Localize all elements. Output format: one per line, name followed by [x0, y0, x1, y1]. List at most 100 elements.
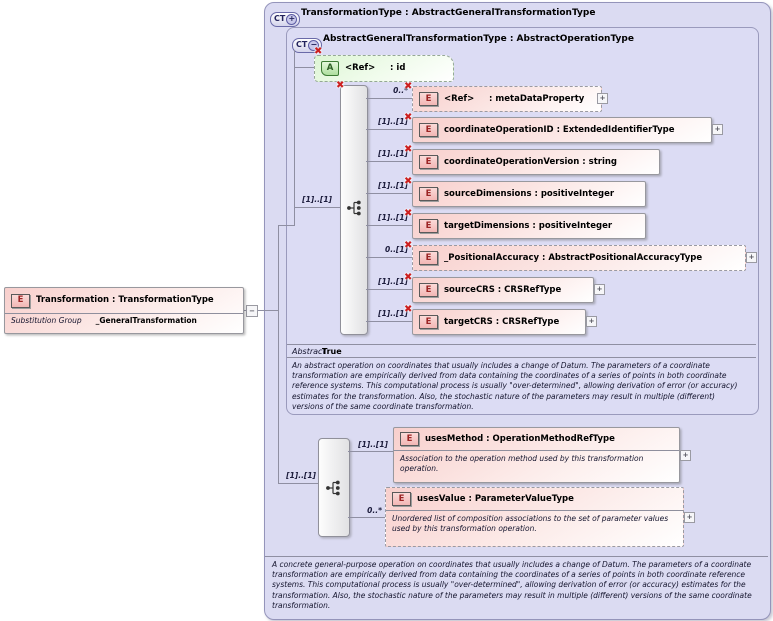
expand-icon[interactable]: + [712, 124, 723, 135]
connector-line [366, 129, 412, 130]
element-badge: E [419, 315, 438, 329]
element-label: <Ref> : metaDataProperty [444, 93, 585, 104]
abstract-label: Abstract [292, 347, 326, 356]
element-label: coordinateOperationVersion : string [444, 156, 618, 167]
red-x-icon: ✖ [404, 240, 413, 251]
connector-line [366, 257, 412, 258]
element-badge: E [419, 187, 438, 201]
connector-line [366, 193, 412, 194]
connector-line [366, 98, 412, 99]
outer-title: TransformationType : AbstractGeneralTran… [301, 8, 596, 18]
collapse-expand-icon[interactable]: + [286, 13, 298, 25]
element-box-uses-method[interactable]: E usesMethod : OperationMethodRefType As… [393, 427, 680, 483]
connector-line [366, 289, 412, 290]
element-header: E Transformation : TransformationType [5, 288, 243, 314]
element-label: sourceCRS : CRSRefType [444, 284, 562, 295]
cardinality-label: [1]..[1] [378, 117, 408, 126]
red-x-icon: ✖ [404, 112, 413, 123]
element-badge: E [400, 432, 419, 446]
expand-icon[interactable]: + [680, 450, 691, 461]
expand-icon[interactable]: + [746, 252, 757, 263]
connector-line [242, 310, 247, 311]
substitution-group-label: Substitution Group [11, 316, 82, 325]
element-box-source-dimensions[interactable]: E sourceDimensions : positiveInteger [412, 181, 646, 207]
expand-icon[interactable]: + [586, 316, 597, 327]
element-badge: E [419, 155, 438, 169]
expand-icon[interactable]: + [684, 512, 695, 523]
red-x-icon: ✖ [404, 176, 413, 187]
element-label: targetCRS : CRSRefType [444, 316, 560, 327]
element-label: usesValue : ParameterValueType [417, 493, 574, 504]
cardinality-label: 0..* [367, 506, 382, 515]
element-badge: E [419, 92, 438, 106]
element-box-coordinate-operation-version[interactable]: E coordinateOperationVersion : string [412, 149, 660, 175]
element-label: sourceDimensions : positiveInteger [444, 188, 615, 199]
element-box-target-dimensions[interactable]: E targetDimensions : positiveInteger [412, 213, 646, 239]
red-x-icon: ✖ [404, 144, 413, 155]
connector-line [348, 451, 393, 452]
element-description: Association to the operation method used… [400, 454, 644, 474]
red-x-icon: ✖ [336, 80, 345, 91]
inner-header: CT− [292, 32, 323, 53]
element-box-positional-accuracy[interactable]: E _PositionalAccuracy : AbstractPosition… [412, 245, 746, 271]
red-x-icon: ✖ [404, 304, 413, 315]
element-label: usesMethod : OperationMethodRefType [425, 433, 615, 444]
element-box-target-crs[interactable]: E targetCRS : CRSRefType [412, 309, 586, 335]
cardinality-label: [1]..[1] [378, 213, 408, 222]
attribute-badge: A [321, 61, 339, 76]
red-x-icon: ✖ [314, 46, 323, 57]
ct-badge-label: CT [274, 14, 286, 23]
connector-line [366, 321, 412, 322]
element-box-transformation[interactable]: E Transformation : TransformationType Su… [4, 287, 244, 334]
expand-icon[interactable]: + [597, 93, 608, 104]
attribute-box-ref-id[interactable]: A <Ref> : id [314, 55, 454, 82]
connector-line [256, 310, 279, 311]
red-x-icon: ✖ [404, 81, 413, 92]
sequence-compositor-bar[interactable] [318, 438, 350, 537]
red-x-icon: ✖ [404, 208, 413, 219]
connector-line [294, 67, 314, 68]
connector-line [348, 517, 385, 518]
connector-line [278, 225, 295, 226]
element-header: E usesMethod : OperationMethodRefType [394, 428, 679, 451]
outer-type-description: A concrete general-purpose operation on … [272, 560, 752, 610]
connector-line [294, 207, 340, 208]
cardinality-label: [1]..[1] [378, 309, 408, 318]
element-box-source-crs[interactable]: E sourceCRS : CRSRefType [412, 277, 594, 303]
cardinality-label: [1]..[1] [302, 195, 332, 204]
element-box-metadata-property[interactable]: E <Ref> : metaDataProperty [412, 86, 602, 112]
sequence-icon [326, 480, 340, 496]
complex-type-badge: CT+ [270, 11, 301, 27]
connector-line [294, 50, 295, 226]
element-badge: E [419, 283, 438, 297]
collapse-expand-icon[interactable]: − [308, 39, 320, 51]
cardinality-label: 0..[1] [385, 245, 408, 254]
outer-header: CT+ [270, 6, 301, 27]
element-badge: E [392, 492, 411, 506]
connector-line [278, 483, 318, 484]
substitution-group-row: Substitution Group _GeneralTransformatio… [5, 314, 243, 325]
inner-title: AbstractGeneralTransformationType : Abst… [323, 34, 634, 44]
sequence-icon [347, 200, 361, 216]
divider [287, 344, 756, 345]
element-badge: E [419, 251, 438, 265]
cardinality-label: [1]..[1] [358, 440, 388, 449]
element-box-coordinate-operation-id[interactable]: E coordinateOperationID : ExtendedIdenti… [412, 117, 712, 143]
element-label: _PositionalAccuracy : AbstractPositional… [444, 252, 703, 263]
element-badge: E [419, 219, 438, 233]
element-box-uses-value[interactable]: E usesValue : ParameterValueType Unorder… [385, 487, 684, 547]
link-expander[interactable]: − [246, 305, 258, 317]
element-badge: E [419, 123, 438, 137]
ct-badge-label: CT [296, 40, 308, 49]
element-label: Transformation : TransformationType [36, 295, 214, 306]
red-x-icon: ✖ [404, 272, 413, 283]
attribute-label: <Ref> : id [345, 63, 406, 74]
element-badge: E [11, 293, 30, 308]
cardinality-label: 0..* [393, 86, 408, 95]
cardinality-label: [1]..[1] [378, 181, 408, 190]
connector-line [366, 225, 412, 226]
expand-icon[interactable]: + [594, 284, 605, 295]
complex-type-badge: CT− [292, 37, 323, 53]
cardinality-label: [1]..[1] [378, 149, 408, 158]
